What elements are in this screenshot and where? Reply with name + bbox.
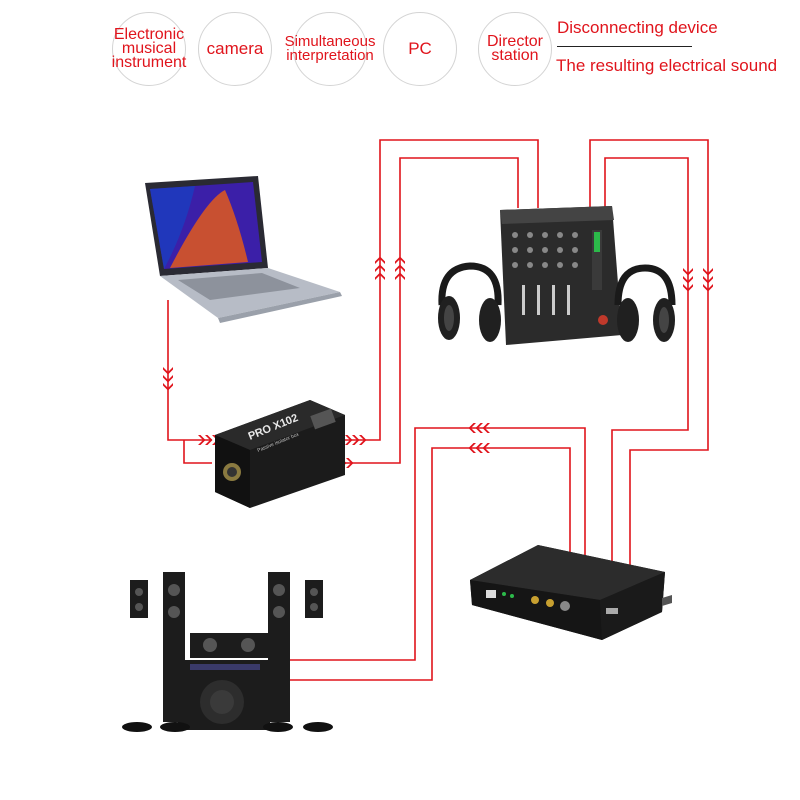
legend-circle-label: Simultaneous interpretation: [284, 33, 376, 64]
arrow-down-mixer-outer: [703, 268, 713, 292]
home-theater-speakers-image: [122, 572, 333, 732]
legend-circle-simultaneous-interpretation: Simultaneous interpretation: [285, 12, 375, 86]
wire-isolator-mixer-inner: [345, 157, 519, 464]
wire-isolator-mixer-outer: [345, 139, 539, 441]
wire-mixer-right-outer: [589, 139, 709, 565]
legend-circle-camera: camera: [198, 12, 272, 86]
legend-circle-label: Electronic musical instrument: [111, 26, 187, 71]
legend-circle-electronic-instrument: Electronic musical instrument: [112, 12, 186, 86]
arrow-down-laptop: [163, 367, 173, 391]
audio-processor-box: [470, 545, 672, 640]
legend-disconnecting-device: Disconnecting device: [557, 18, 718, 37]
arrow-left-box-top: [468, 423, 490, 433]
arrow-right-in-top: [198, 435, 220, 445]
wire-box-speaker-inner: [272, 447, 571, 681]
dj-mixer-image: [500, 206, 622, 345]
arrow-right-out-top: [345, 435, 367, 445]
wire-laptop-down: [167, 300, 212, 441]
legend-circle-director-station: Director station: [478, 12, 552, 86]
headphones-left-image: [438, 262, 502, 342]
signal-arrows: [163, 256, 713, 468]
arrow-up-left-wire: [375, 256, 385, 280]
isolator-device: [215, 400, 345, 508]
legend-circle-label: camera: [206, 39, 264, 58]
headphones-right-image: [614, 264, 676, 342]
wire-box-speaker-outer: [272, 427, 586, 661]
arrow-down-mixer-inner: [683, 268, 693, 292]
legend-electrical-sound: The resulting electrical sound: [556, 56, 778, 75]
wire-group: [167, 139, 709, 681]
legend-circle-label: Director station: [486, 33, 543, 64]
legend-divider: [557, 46, 692, 47]
arrow-up-right-wire: [395, 256, 405, 280]
wire-mixer-right-inner: [604, 157, 689, 565]
laptop-image: [145, 176, 342, 323]
wire-laptop-split: [183, 440, 212, 464]
legend-circle-label: PC: [408, 39, 432, 58]
arrow-left-box-bottom: [468, 443, 490, 453]
legend-circle-pc: PC: [383, 12, 457, 86]
